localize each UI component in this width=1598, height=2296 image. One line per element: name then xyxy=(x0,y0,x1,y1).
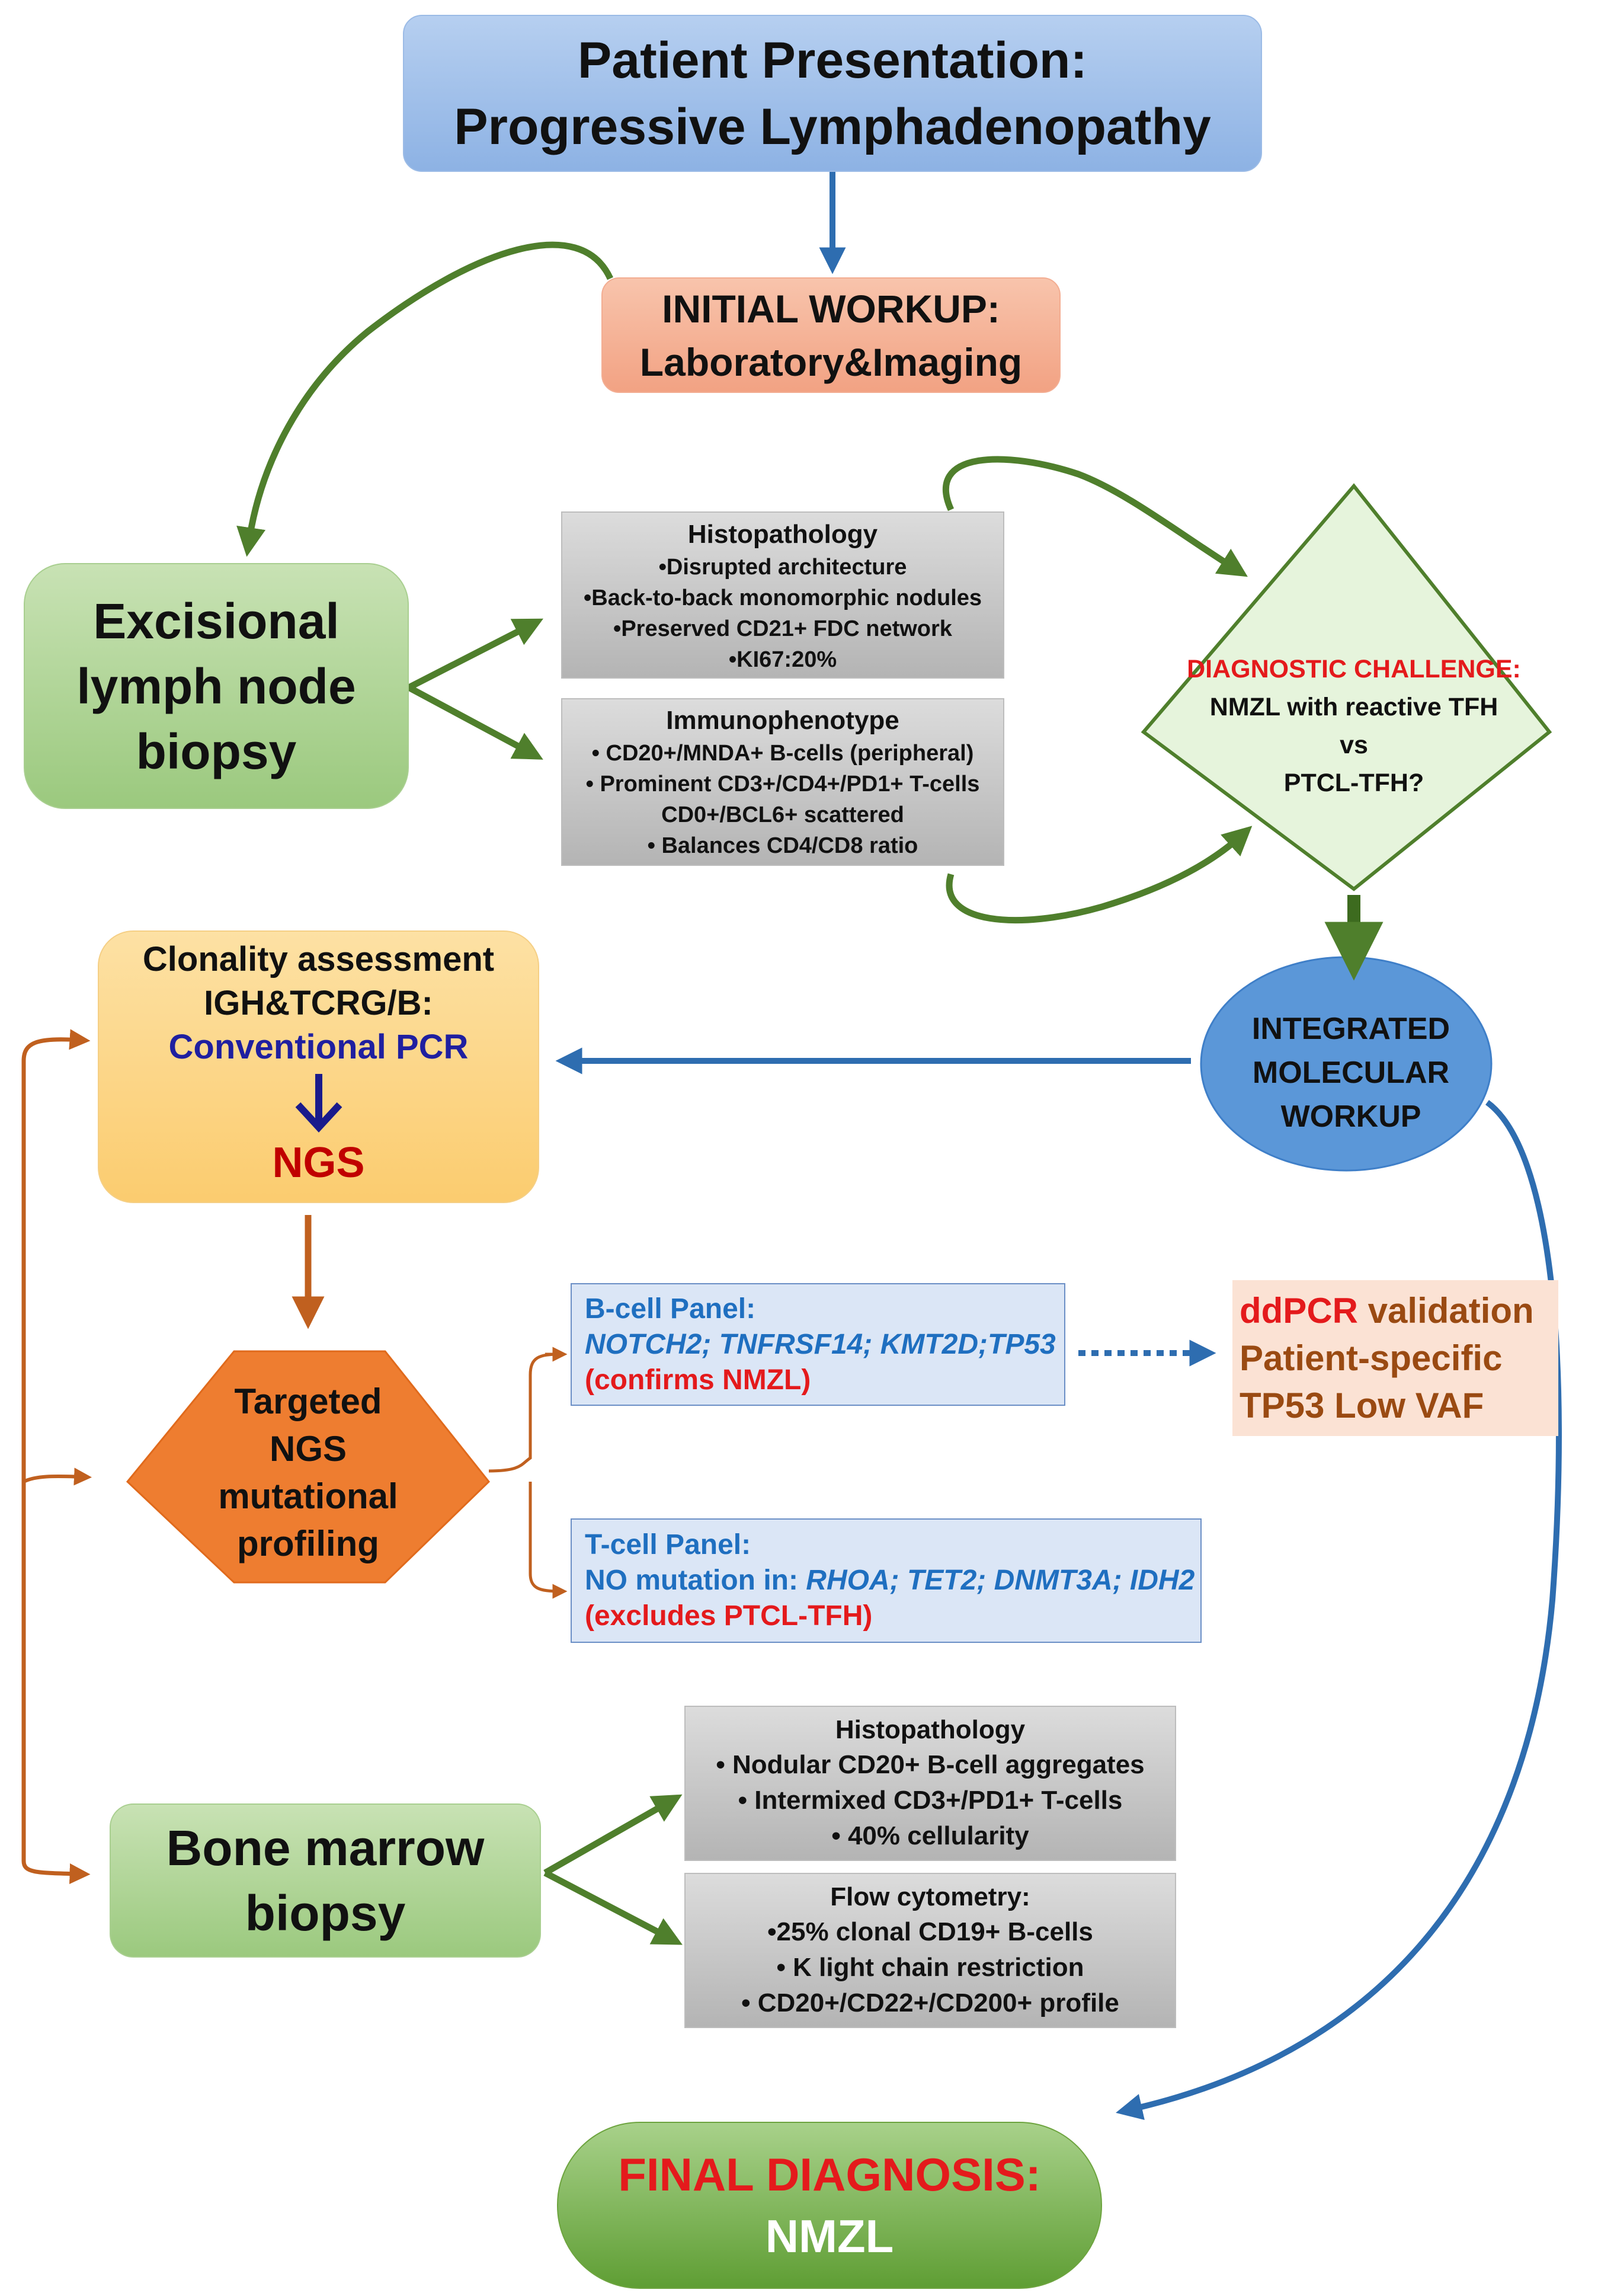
arrow-bm-to-flow xyxy=(543,1870,683,1945)
flow-item: • CD20+/CD22+/CD200+ profile xyxy=(741,1988,1119,2017)
excisional-line3: biopsy xyxy=(136,723,297,779)
bm-histopathology-item: • Nodular CD20+ B-cell aggregates xyxy=(716,1750,1145,1779)
integrated-line3: WORKUP xyxy=(1280,1099,1421,1134)
final-title: FINAL DIAGNOSIS: xyxy=(618,2148,1041,2201)
workup-line1: INITIAL WORKUP: xyxy=(662,286,1000,331)
excisional-line1: Excisional xyxy=(93,593,340,649)
clonality-ngs: NGS xyxy=(272,1139,365,1187)
immunophenotype-item: CD0+/BCL6+ scattered xyxy=(661,802,904,827)
arrow-excisional-to-immuno xyxy=(407,685,543,760)
b-cell-panel-box: B-cell Panel: NOTCH2; TNFRSF14; KMT2D;TP… xyxy=(571,1283,1065,1406)
arrow-excisional-to-histo xyxy=(407,618,544,690)
workup-line2: Laboratory&Imaging xyxy=(639,340,1023,384)
t-cell-panel-box: T-cell Panel: NO mutation in: RHOA; TET2… xyxy=(571,1518,1202,1643)
ngs-brace xyxy=(488,1352,560,1591)
clonality-line1: Clonality assessment xyxy=(142,940,495,978)
targeted-ngs-hexagon xyxy=(126,1350,491,1584)
excisional-line2: lymph node xyxy=(76,658,356,714)
bm-line1: Bone marrow xyxy=(166,1820,485,1876)
t-panel-title: T-cell Panel: xyxy=(585,1529,751,1560)
integrated-workup-text: INTEGRATED MOLECULAR WORKUP xyxy=(1203,978,1499,1168)
diagnostic-challenge-text: DIAGNOSTIC CHALLENGE: NMZL with reactive… xyxy=(1147,643,1561,809)
ddpcr-line2: Patient-specific xyxy=(1240,1338,1503,1378)
bracket-mid-arrow xyxy=(23,1467,92,1486)
immunophenotype-item: • CD20+/MNDA+ B-cells (peripheral) xyxy=(591,740,974,766)
immunophenotype-box: Immunophenotype • CD20+/MNDA+ B-cells (p… xyxy=(561,698,1004,866)
clonality-line2: IGH&TCRG/B: xyxy=(204,984,433,1022)
patient-presentation-box: Patient Presentation: Progressive Lympha… xyxy=(403,15,1262,172)
histopathology-item: •KI67:20% xyxy=(728,647,837,672)
ngs-line3: mutational xyxy=(218,1476,398,1516)
arrow-bm-to-histo xyxy=(543,1794,683,1876)
final-diagnosis: NMZL xyxy=(765,2210,894,2262)
arrow-integrated-to-final xyxy=(1116,1099,1562,2121)
bm-histopathology-item: • Intermixed CD3+/PD1+ T-cells xyxy=(738,1786,1123,1815)
presentation-line2: Progressive Lymphadenopathy xyxy=(454,98,1211,155)
bm-histopathology-item: • 40% cellularity xyxy=(831,1821,1029,1850)
histopathology-item: •Back-to-back monomorphic nodules xyxy=(583,586,982,610)
ngs-line2: NGS xyxy=(269,1429,347,1469)
ngs-line4: profiling xyxy=(237,1524,379,1563)
t-panel-note: (excludes PTCL-TFH) xyxy=(585,1600,873,1632)
immunophenotype-item: • Prominent CD3+/CD4+/PD1+ T-cells xyxy=(585,771,980,797)
arrow-workup-to-excisional xyxy=(236,241,614,557)
bone-marrow-biopsy-box: Bone marrow biopsy xyxy=(110,1803,541,1958)
arrow-immuno-to-challenge xyxy=(946,826,1253,924)
bm-line2: biopsy xyxy=(245,1885,406,1941)
final-diagnosis-box: FINAL DIAGNOSIS: NMZL xyxy=(557,2122,1102,2289)
histopathology-item: •Preserved CD21+ FDC network xyxy=(613,616,952,641)
flow-title: Flow cytometry: xyxy=(830,1882,1030,1911)
challenge-title: DIAGNOSTIC CHALLENGE: xyxy=(1187,655,1521,683)
b-panel-genes: NOTCH2; TNFRSF14; KMT2D;TP53 xyxy=(585,1328,1056,1360)
t-panel-genes: RHOA; TET2; DNMT3A; IDH2 xyxy=(806,1565,1195,1596)
b-panel-note: (confirms NMZL) xyxy=(585,1364,811,1396)
flow-item: • K light chain restriction xyxy=(776,1953,1084,1982)
ddpcr-validation-box: ddPCR validation Patient-specific TP53 L… xyxy=(1232,1280,1558,1436)
bm-histopathology-title: Histopathology xyxy=(835,1715,1026,1744)
flow-item: •25% clonal CD19+ B-cells xyxy=(767,1917,1093,1946)
left-bracket xyxy=(21,1029,91,1885)
excisional-biopsy-box: Excisional lymph node biopsy xyxy=(24,563,409,809)
challenge-line2: NMZL with reactive TFH xyxy=(1209,693,1498,721)
t-panel-prefix: NO mutation in: xyxy=(585,1565,806,1596)
integrated-line2: MOLECULAR xyxy=(1252,1056,1450,1090)
histopathology-title: Histopathology xyxy=(687,520,878,549)
initial-workup-box: INITIAL WORKUP: Laboratory&Imaging xyxy=(601,277,1061,393)
b-panel-title: B-cell Panel: xyxy=(585,1293,756,1325)
down-arrow-icon xyxy=(295,1074,342,1133)
ddpcr-line3: TP53 Low VAF xyxy=(1240,1385,1484,1425)
flow-cytometry-box: Flow cytometry: •25% clonal CD19+ B-cell… xyxy=(684,1873,1176,2028)
histopathology-box: Histopathology •Disrupted architecture •… xyxy=(561,511,1004,679)
histopathology-item: •Disrupted architecture xyxy=(658,555,907,580)
bm-histopathology-box: Histopathology • Nodular CD20+ B-cell ag… xyxy=(684,1706,1176,1861)
challenge-line3: vs xyxy=(1340,731,1368,759)
immunophenotype-item: • Balances CD4/CD8 ratio xyxy=(647,833,918,858)
ngs-line1: Targeted xyxy=(234,1382,382,1421)
clonality-line3: Conventional PCR xyxy=(168,1028,469,1066)
integrated-line1: INTEGRATED xyxy=(1251,1012,1450,1046)
challenge-line4: PTCL-TFH? xyxy=(1283,769,1424,797)
immunophenotype-title: Immunophenotype xyxy=(666,705,899,735)
diagnostic-challenge-diamond xyxy=(1141,483,1552,891)
arrow-histo-to-challenge xyxy=(943,456,1248,577)
targeted-ngs-text: Targeted NGS mutational profiling xyxy=(127,1369,489,1576)
ddpcr-validation: validation xyxy=(1357,1290,1534,1331)
clonality-assessment-box: Clonality assessment IGH&TCRG/B: Convent… xyxy=(98,930,539,1203)
ddpcr-label: ddPCR xyxy=(1240,1290,1358,1331)
presentation-line1: Patient Presentation: xyxy=(577,31,1088,89)
